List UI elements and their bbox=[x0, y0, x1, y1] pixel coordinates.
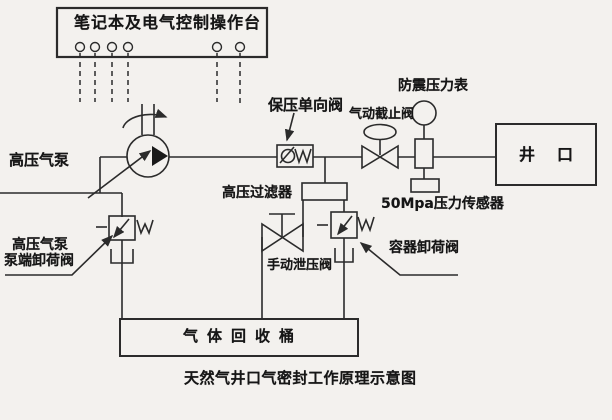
wellhead-box bbox=[495, 123, 597, 186]
check-valve-leader-line bbox=[284, 112, 295, 142]
console-terminal-circles bbox=[74, 41, 246, 53]
gauge-symbol bbox=[410, 100, 440, 193]
filter-symbol bbox=[301, 182, 348, 201]
exhaust-bracket bbox=[334, 248, 354, 263]
spring-icon bbox=[294, 148, 312, 165]
pneumatic-valve-symbol bbox=[361, 123, 399, 170]
manifold-block bbox=[414, 138, 434, 169]
tank-label: 气体回收桶 bbox=[182, 327, 303, 345]
pump-unload-valve-symbol bbox=[96, 215, 154, 264]
check-valve-label: 保压单向阀 bbox=[268, 96, 344, 114]
exhaust-bracket bbox=[110, 249, 134, 264]
spring-icon bbox=[136, 219, 154, 236]
console-box bbox=[55, 6, 269, 59]
pneumatic-valve-label: 气动截止阀 bbox=[349, 107, 415, 122]
filter-label: 高压过滤器 bbox=[222, 185, 292, 201]
container-unload-label: 容器卸荷阀 bbox=[389, 240, 459, 256]
console-signal-dashed-lines bbox=[79, 53, 241, 105]
sensor-symbol bbox=[410, 178, 440, 193]
actuator-icon bbox=[363, 123, 397, 141]
pump-unload-label-1: 高压气泵 bbox=[12, 237, 68, 253]
pump-rotation-arrow bbox=[122, 108, 168, 129]
pump-symbol bbox=[87, 104, 170, 199]
valve-handle bbox=[269, 213, 295, 237]
diagram-caption: 天然气井口气密封工作原理示意图 bbox=[184, 369, 417, 387]
wellhead-label: 井口 bbox=[519, 145, 596, 164]
console-label: 笔记本及电气控制操作台 bbox=[74, 13, 262, 32]
pump-unload-label-2: 泵端卸荷阀 bbox=[4, 253, 74, 269]
pump-label: 高压气泵 bbox=[9, 151, 70, 169]
sensor-label: 50Mpa压力传感器 bbox=[381, 196, 504, 212]
spring-icon bbox=[357, 216, 375, 233]
recovery-tank-box bbox=[119, 318, 359, 357]
container-unload-valve-symbol bbox=[317, 211, 375, 263]
manual-relief-valve-symbol bbox=[261, 213, 304, 253]
manual-relief-label: 手动泄压阀 bbox=[267, 258, 333, 273]
gauge-label: 防震压力表 bbox=[398, 78, 468, 94]
check-valve-symbol bbox=[276, 144, 314, 168]
pump-unload-leader-line bbox=[5, 234, 114, 276]
pipe-lines bbox=[0, 125, 496, 319]
pump-variable-arrow bbox=[87, 150, 152, 199]
container-unload-leader-line bbox=[359, 241, 458, 276]
pump-shaft bbox=[141, 104, 155, 135]
